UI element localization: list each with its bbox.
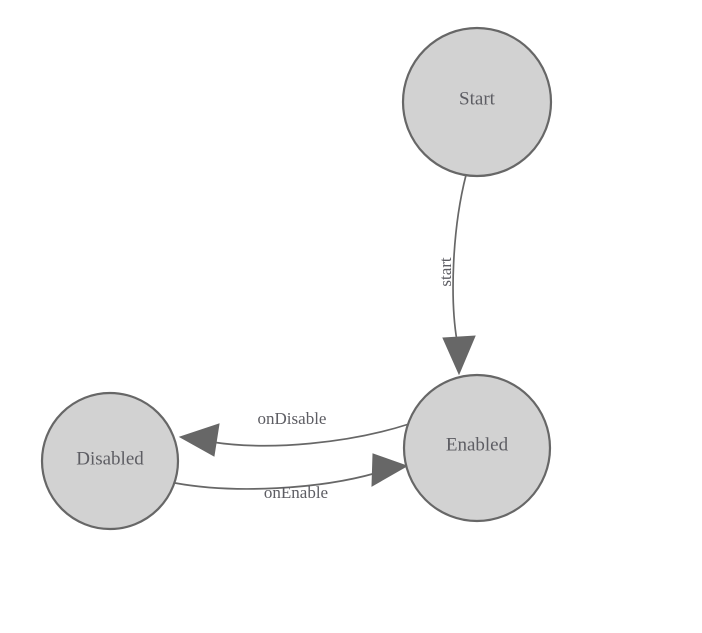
edge-disabled-to-enabled-arrowhead (371, 453, 409, 487)
edge-enabled-to-disabled-label: onDisable (258, 409, 327, 428)
node-disabled-circle (40, 391, 180, 531)
edge-start-to-enabled-path (452, 174, 467, 342)
node-enabled-circle (402, 373, 552, 523)
edge-enabled-to-disabled[interactable]: onDisable (178, 409, 410, 457)
node-disabled-label: Disabled (76, 448, 144, 469)
edge-start-to-enabled-arrowhead (442, 335, 476, 376)
node-enabled-label: Enabled (446, 434, 509, 455)
edge-enabled-to-disabled-path (211, 423, 410, 447)
node-enabled[interactable]: Enabled (402, 373, 552, 523)
edge-start-to-enabled-label: start (436, 257, 455, 287)
node-start-circle (401, 26, 553, 178)
node-start[interactable]: Start (401, 26, 553, 178)
node-start-label: Start (459, 88, 496, 109)
edge-disabled-to-enabled-path (174, 472, 377, 490)
edge-start-to-enabled[interactable]: start (436, 174, 476, 376)
edge-enabled-to-disabled-arrowhead (178, 423, 220, 457)
edge-disabled-to-enabled-label: onEnable (264, 483, 328, 502)
edge-disabled-to-enabled[interactable]: onEnable (174, 453, 409, 502)
node-disabled[interactable]: Disabled (40, 391, 180, 531)
